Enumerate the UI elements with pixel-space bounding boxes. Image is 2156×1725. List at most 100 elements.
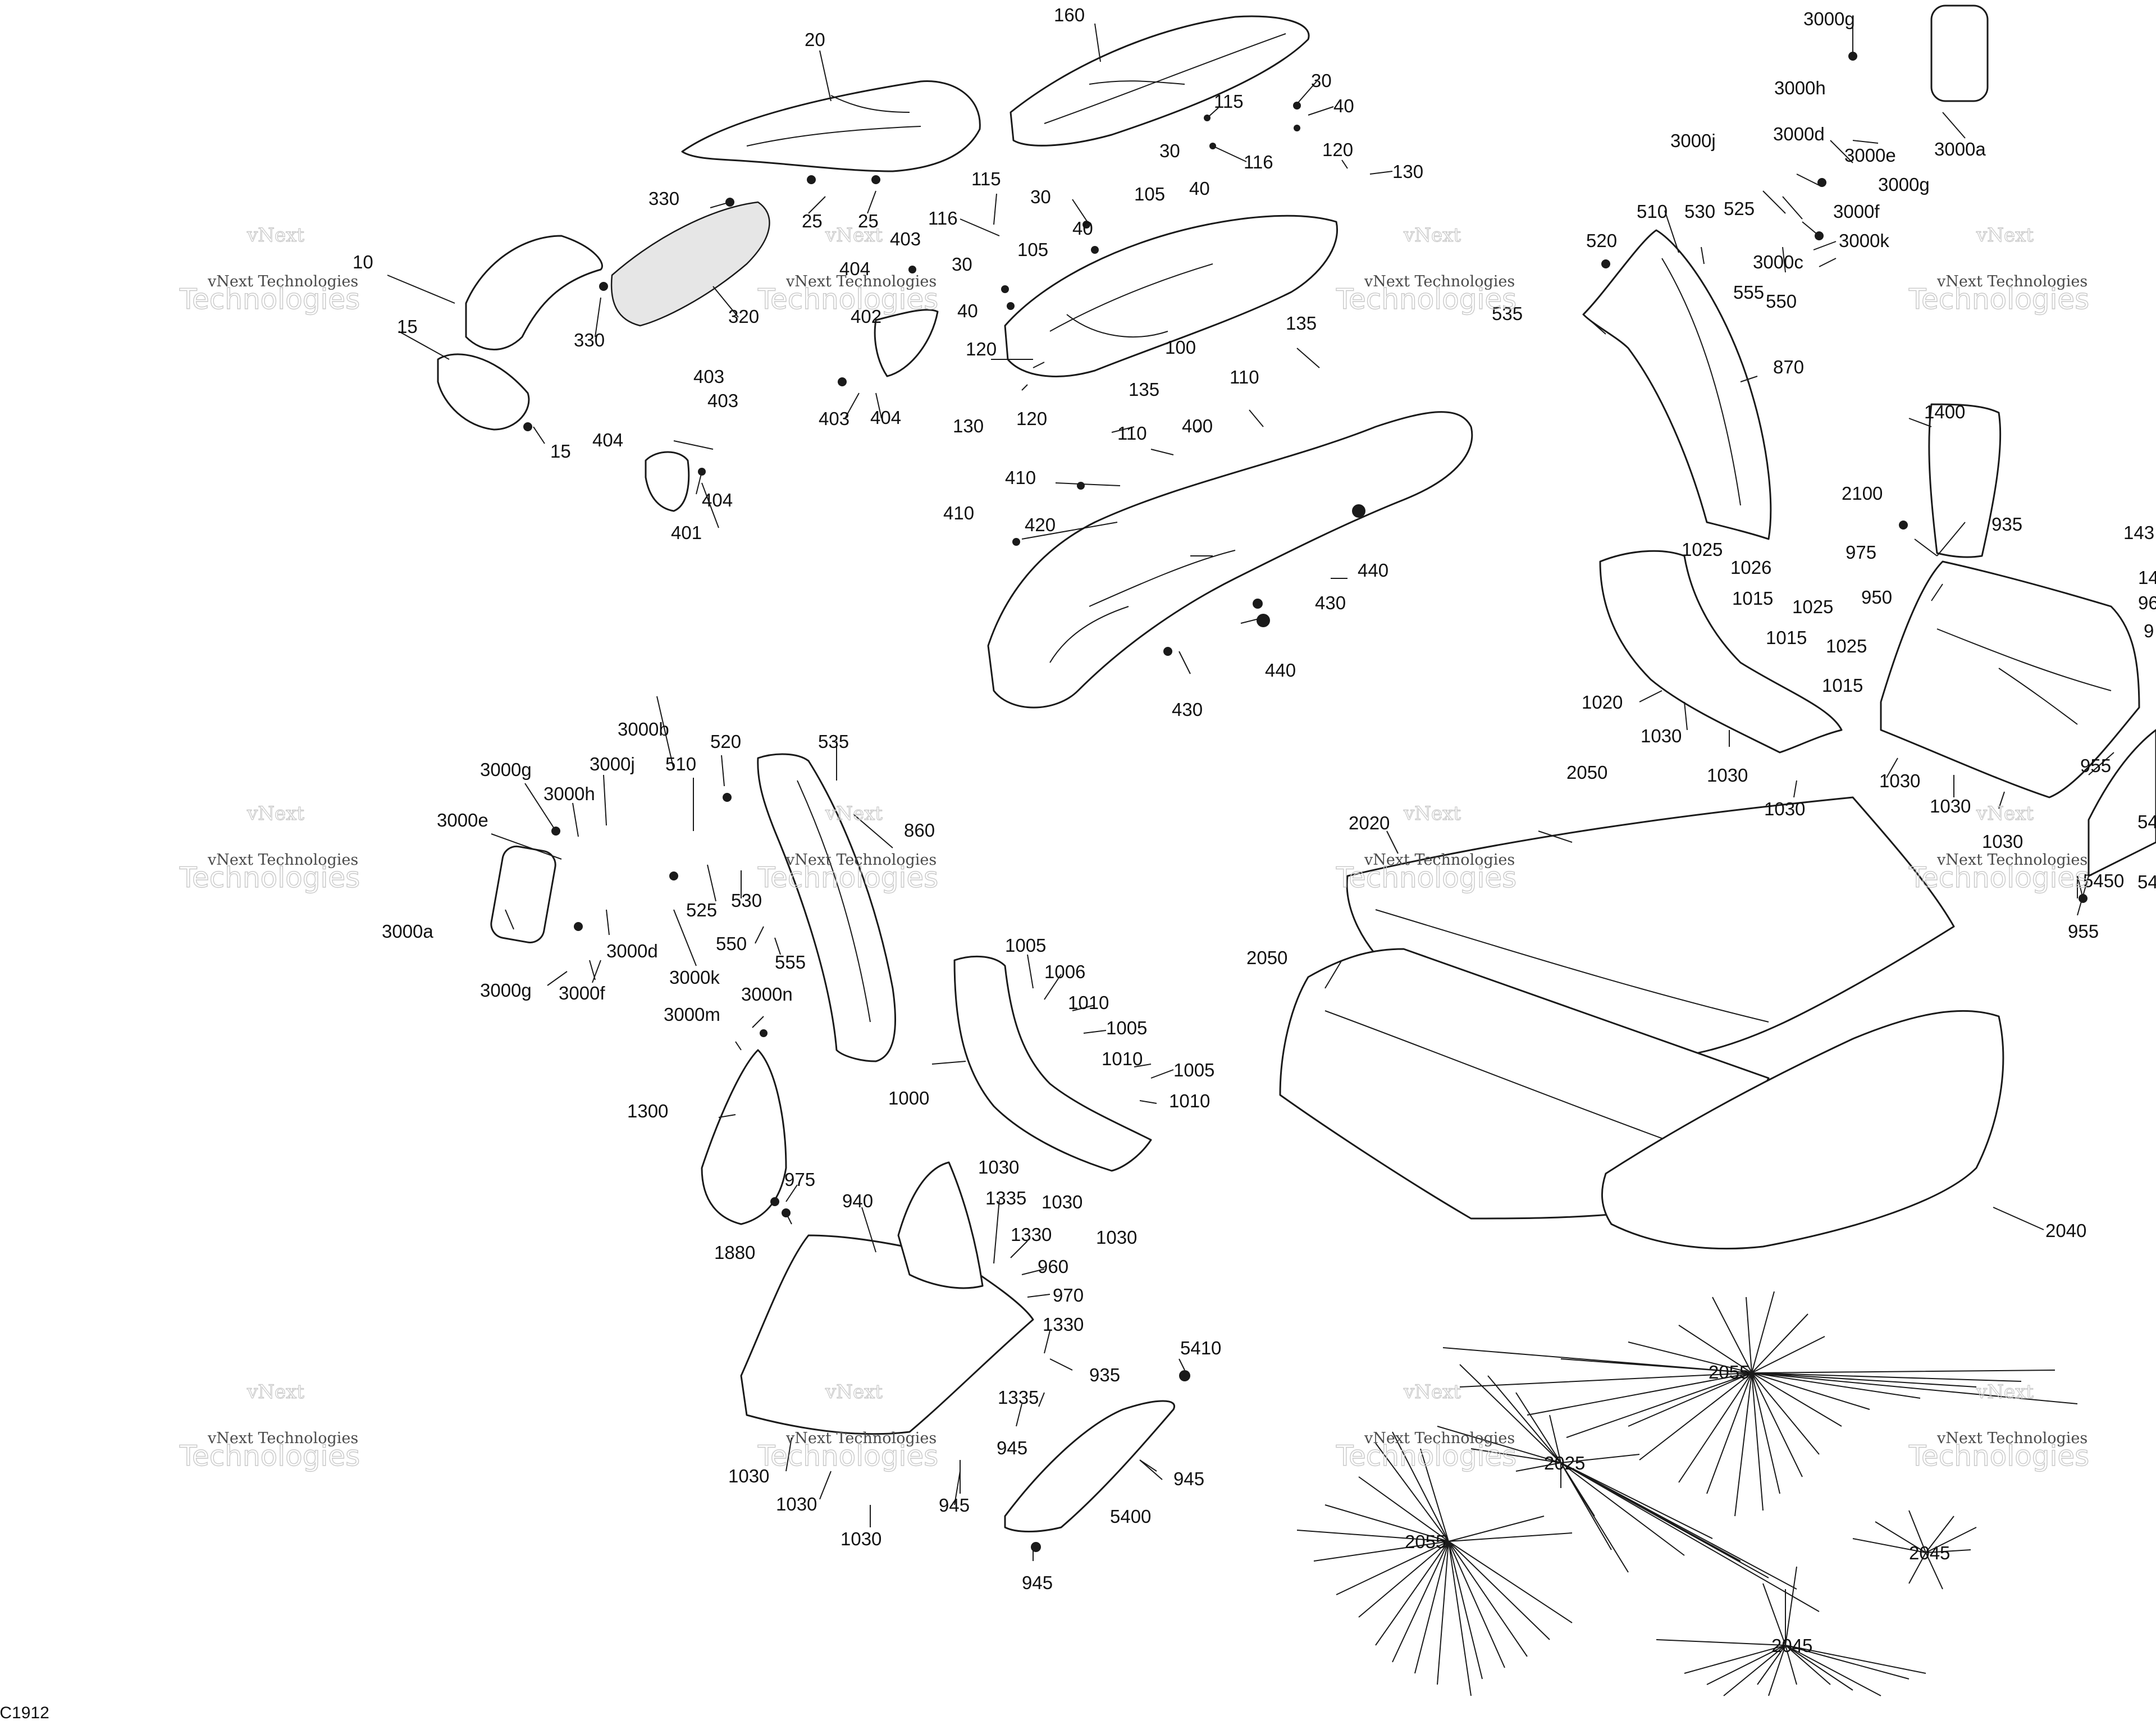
- callout: 860: [904, 820, 935, 841]
- part-15-lower-grille: [437, 353, 530, 431]
- callout: 1400: [1924, 401, 1965, 422]
- callout: 1010: [1068, 992, 1109, 1013]
- callout: 1010: [1102, 1048, 1143, 1069]
- bolt: [1352, 504, 1365, 518]
- callout: 25: [802, 211, 823, 231]
- callout: 1880: [714, 1242, 755, 1263]
- callout: 1335: [998, 1387, 1039, 1408]
- callout: 3000e: [1844, 145, 1896, 166]
- bolt: [871, 175, 880, 184]
- svg-text:vNext: vNext: [825, 1381, 883, 1403]
- callout: 404: [702, 490, 733, 510]
- callout: 130: [1392, 161, 1423, 182]
- bolt: [1209, 143, 1216, 149]
- svg-text:vNext Technologies: vNext Technologies: [1364, 273, 1515, 290]
- callout: 1030: [1042, 1192, 1082, 1212]
- callout: 120: [1322, 139, 1353, 160]
- callout: 3000e: [437, 810, 488, 830]
- callout: 950: [1861, 587, 1892, 608]
- callout: 945: [997, 1438, 1027, 1458]
- watermark: vNext vNext Technologies Technologies: [1335, 223, 1517, 316]
- bolt: [1007, 302, 1015, 310]
- callout: 135: [1129, 379, 1159, 400]
- callout: 3000c: [1753, 252, 1803, 272]
- bolt: [599, 282, 608, 291]
- bolt: [1012, 538, 1020, 546]
- callout: 2100: [1842, 483, 1883, 504]
- svg-text:vNext Technologies: vNext Technologies: [785, 1430, 937, 1447]
- bolt: [838, 377, 847, 386]
- callout: 550: [1766, 291, 1797, 312]
- callout: 520: [710, 731, 741, 752]
- callout: 402: [851, 306, 881, 327]
- callout: 2045: [1771, 1635, 1812, 1656]
- callout: 3000a: [382, 921, 433, 942]
- callout: 403: [819, 408, 849, 429]
- callout: 960: [1038, 1256, 1068, 1277]
- svg-text:vNext Technologies: vNext Technologies: [785, 851, 937, 869]
- part-1020-step: [1599, 550, 1843, 754]
- bolt: [1082, 221, 1090, 229]
- part-870-side-panel: [1582, 229, 1772, 540]
- bolt: [1257, 614, 1270, 627]
- callout: 10: [353, 252, 373, 272]
- svg-text:Technologies: Technologies: [1336, 861, 1516, 894]
- callout: 30: [1030, 186, 1051, 207]
- bolt: [723, 793, 732, 802]
- callout: 555: [775, 952, 806, 973]
- watermark: vNext vNext Technologies Technologies: [1908, 1380, 2090, 1472]
- callout: 3000g: [480, 759, 532, 780]
- svg-text:vNext: vNext: [1403, 224, 1461, 247]
- bolt: [2079, 894, 2088, 903]
- part-402-bracket: [874, 309, 939, 377]
- callout: 1010: [1169, 1090, 1210, 1111]
- callout: 3000f: [559, 983, 605, 1003]
- callout: 430: [1172, 699, 1203, 720]
- callout: 5450: [2083, 870, 2124, 891]
- callout: 1335: [985, 1188, 1026, 1208]
- svg-text:Technologies: Technologies: [1908, 861, 2089, 894]
- callout: 1025: [1792, 596, 1833, 617]
- callout: 2050: [1246, 947, 1287, 968]
- svg-text:vNext: vNext: [1976, 1381, 2034, 1403]
- callout: 1030: [978, 1157, 1019, 1178]
- part-1000-step: [953, 955, 1152, 1172]
- part-1400-rear-side: [1928, 403, 2002, 558]
- svg-text:vNext Technologies: vNext Technologies: [207, 273, 358, 290]
- callout: 40: [1072, 218, 1093, 239]
- bolt: [1601, 259, 1610, 268]
- svg-text:vNext Technologies: vNext Technologies: [1364, 851, 1515, 869]
- callout: 143: [2123, 522, 2154, 543]
- callout: 1030: [1764, 798, 1805, 819]
- bolt: [760, 1029, 768, 1037]
- callout: 30: [1311, 70, 1332, 91]
- part-400-dash-lower: [987, 411, 1473, 709]
- callout: 25: [858, 211, 879, 231]
- callout: 1030: [1879, 770, 1920, 791]
- svg-text:vNext: vNext: [246, 1381, 304, 1403]
- hardware-star-2045: [1656, 1510, 1977, 1696]
- svg-text:vNext: vNext: [246, 802, 304, 825]
- callout: 520: [1586, 230, 1617, 251]
- callout: 105: [1017, 239, 1048, 260]
- callout: 1030: [1641, 725, 1682, 746]
- callout: 530: [731, 890, 762, 911]
- callout: 20: [805, 29, 825, 50]
- part-1300-side-panel: [701, 1049, 787, 1225]
- svg-text:vNext Technologies: vNext Technologies: [1936, 273, 2088, 290]
- callout: 3000g: [1878, 174, 1930, 195]
- bolt: [1179, 1370, 1190, 1381]
- part-3000a-mirror-upper: [1930, 4, 1989, 102]
- callout: 1030: [1982, 831, 2023, 852]
- svg-text:vNext: vNext: [825, 802, 883, 825]
- callout: 3000k: [669, 967, 720, 988]
- svg-text:Technologies: Technologies: [1908, 1440, 2089, 1472]
- callout: 330: [574, 330, 605, 350]
- callout: 9: [2144, 620, 2154, 641]
- watermarks: vNext vNext Technologies Technologies vN…: [179, 223, 2090, 1472]
- part-860-side-panel: [757, 753, 897, 1062]
- callout: 1025: [1682, 539, 1723, 560]
- callout: 970: [1053, 1285, 1084, 1306]
- callout: 1030: [776, 1494, 817, 1514]
